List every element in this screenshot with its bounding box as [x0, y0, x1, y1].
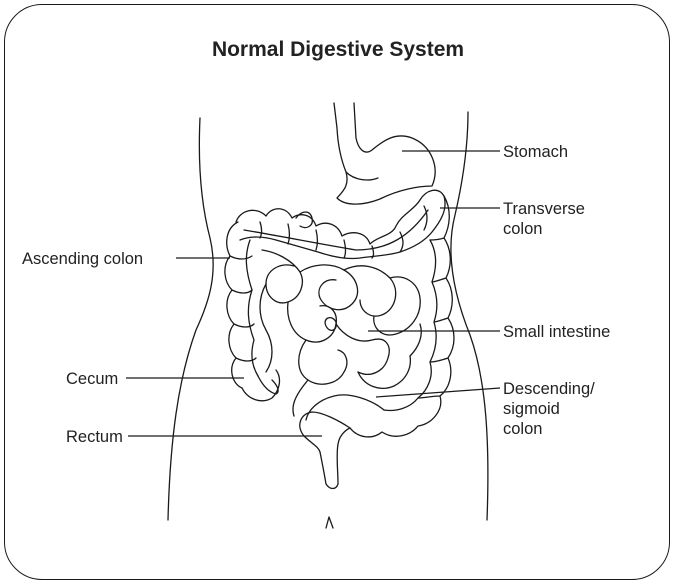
body-outline-left — [168, 118, 213, 520]
label-descending-1: Descending/ — [503, 380, 595, 398]
label-cecum: Cecum — [66, 370, 118, 388]
label-rectum: Rectum — [66, 428, 123, 446]
label-descending-2: sigmoid — [503, 400, 560, 418]
appendix — [258, 376, 278, 394]
stomach — [334, 103, 435, 204]
rectum — [320, 428, 350, 489]
label-small-intestine: Small intestine — [503, 323, 610, 341]
label-stomach: Stomach — [503, 143, 568, 161]
body-outline-right — [451, 112, 488, 520]
cecum — [242, 370, 279, 401]
sigmoid-colon — [300, 412, 350, 452]
navel — [326, 517, 333, 528]
label-ascending: Ascending colon — [22, 250, 143, 268]
label-transverse-2: colon — [503, 220, 542, 238]
ascending-colon — [225, 222, 242, 388]
descending-colon — [350, 196, 454, 437]
label-descending-3: colon — [503, 420, 542, 438]
label-transverse-1: Transverse — [503, 200, 585, 218]
